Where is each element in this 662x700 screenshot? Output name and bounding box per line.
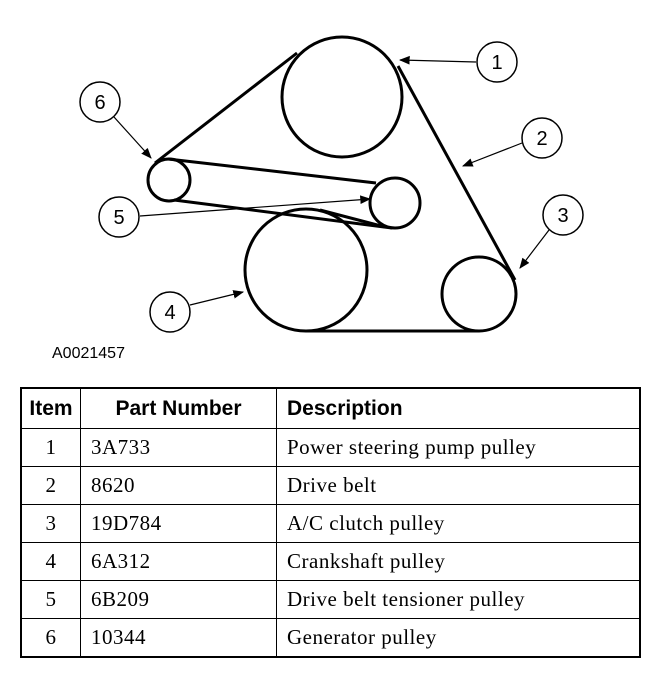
svg-text:5: 5	[113, 207, 124, 229]
cell-description: Crankshaft pulley	[276, 542, 641, 581]
cell-part-number: 19D784	[80, 504, 277, 543]
header-item: Item	[20, 387, 81, 429]
table-row: 4 6A312 Crankshaft pulley	[20, 542, 641, 581]
cell-item: 5	[20, 580, 81, 619]
svg-text:4: 4	[164, 302, 175, 324]
generator-pulley	[146, 157, 192, 203]
cell-part-number: 10344	[80, 618, 277, 658]
power-steering-pump-pulley	[280, 35, 404, 159]
cell-description: Power steering pump pulley	[276, 428, 641, 467]
cell-item: 1	[20, 428, 81, 467]
callout-5: 5	[98, 195, 372, 238]
callout-4: 4	[149, 290, 245, 333]
header-description: Description	[276, 387, 641, 429]
cell-part-number: 6A312	[80, 542, 277, 581]
table-row: 1 3A733 Power steering pump pulley	[20, 428, 641, 467]
callout-6: 6	[79, 81, 152, 159]
table-row: 3 19D784 A/C clutch pulley	[20, 504, 641, 543]
cell-item: 3	[20, 504, 81, 543]
cell-description: Generator pulley	[276, 618, 641, 658]
figure-id: A0021457	[52, 345, 125, 362]
ac-clutch-pulley	[440, 255, 518, 333]
svg-text:6: 6	[94, 92, 105, 114]
cell-description: A/C clutch pulley	[276, 504, 641, 543]
tensioner-pulley	[368, 176, 422, 230]
parts-table: Item Part Number Description 1 3A733 Pow…	[20, 387, 641, 658]
cell-item: 6	[20, 618, 81, 658]
table-row: 5 6B209 Drive belt tensioner pulley	[20, 580, 641, 619]
belt-routing-diagram: 1 2 3 4 5 6 A0021457	[52, 35, 584, 362]
table-header-row: Item Part Number Description	[20, 387, 641, 429]
cell-description: Drive belt tensioner pulley	[276, 580, 641, 619]
callout-1: 1	[398, 41, 518, 83]
cell-description: Drive belt	[276, 466, 641, 505]
table-row: 6 10344 Generator pulley	[20, 618, 641, 658]
svg-text:3: 3	[557, 205, 568, 227]
svg-text:2: 2	[536, 128, 547, 150]
callout-3: 3	[519, 194, 584, 269]
table-row: 2 8620 Drive belt	[20, 466, 641, 505]
cell-part-number: 6B209	[80, 580, 277, 619]
cell-item: 4	[20, 542, 81, 581]
callout-2: 2	[461, 117, 563, 167]
svg-text:1: 1	[491, 52, 502, 74]
drive-belt	[154, 51, 517, 333]
crankshaft-pulley	[243, 207, 369, 333]
cell-item: 2	[20, 466, 81, 505]
header-part-number: Part Number	[80, 387, 277, 429]
cell-part-number: 3A733	[80, 428, 277, 467]
cell-part-number: 8620	[80, 466, 277, 505]
